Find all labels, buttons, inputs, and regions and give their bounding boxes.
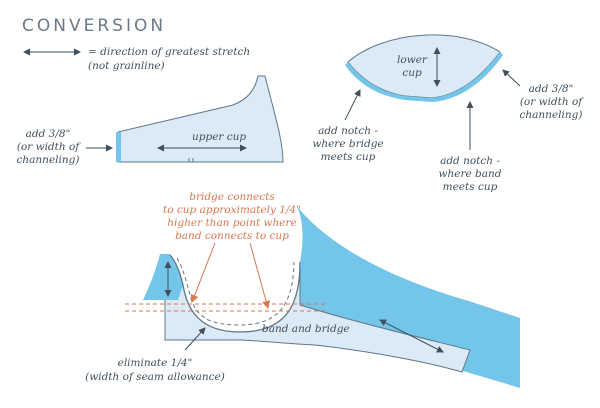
band-and-bridge-piece: band and bridge [125, 205, 520, 388]
svg-text:(or width of: (or width of [17, 141, 81, 153]
svg-text:where band: where band [439, 168, 502, 180]
eliminate-label: eliminate 1/4" (width of seam allowance) [85, 327, 225, 383]
svg-text:add notch -: add notch - [440, 155, 500, 167]
bridge-note: bridge connects to cup approximately 1/4… [163, 191, 301, 242]
upper-cup-piece: upper cup [116, 75, 284, 163]
lower-cup-piece: lower cup [345, 34, 503, 102]
svg-text:where bridge: where bridge [312, 138, 383, 150]
band-stretch-arrow-icon [379, 319, 444, 353]
svg-text:add notch -: add notch - [318, 125, 378, 137]
svg-text:channeling): channeling) [520, 109, 583, 121]
bridge-left-tip [143, 254, 183, 300]
svg-text:to cup approximately 1/4": to cup approximately 1/4" [163, 204, 301, 216]
svg-text:lower: lower [397, 54, 428, 66]
notch-bridge-label: add notch - where bridge meets cup [312, 89, 384, 163]
svg-text:eliminate 1/4": eliminate 1/4" [118, 357, 193, 369]
legend: = direction of greatest stretch (not gra… [23, 46, 250, 72]
channeling-strip-left [116, 132, 121, 162]
svg-text:higher than point where: higher than point where [167, 217, 296, 229]
svg-text:(width of seam allowance): (width of seam allowance) [85, 371, 225, 383]
band-and-bridge-label: band and bridge [262, 323, 350, 335]
upper-cup-label: upper cup [192, 131, 246, 143]
legend-line-1: = direction of greatest stretch [88, 46, 250, 58]
svg-text:add 3/8": add 3/8" [529, 83, 574, 95]
notch-band-label: add notch - where band meets cup [439, 101, 502, 193]
svg-text:meets cup: meets cup [321, 151, 376, 163]
svg-text:band connects to cup: band connects to cup [175, 230, 289, 242]
svg-text:cup: cup [402, 67, 422, 79]
channeling-strip-right [345, 52, 503, 102]
band-stretch-region [296, 205, 520, 388]
legend-line-2: (not grainline) [88, 60, 165, 72]
svg-text:meets cup: meets cup [443, 181, 498, 193]
page-title: CONVERSION [22, 16, 166, 36]
svg-text:bridge connects: bridge connects [189, 191, 275, 203]
svg-text:channeling): channeling) [17, 154, 80, 166]
seam-line [176, 257, 295, 326]
svg-text:add 3/8": add 3/8" [26, 128, 71, 140]
svg-text:(or width of: (or width of [520, 96, 584, 108]
add-channeling-left: add 3/8" (or width of channeling) [17, 128, 113, 166]
add-channeling-right: add 3/8" (or width of channeling) [502, 69, 584, 121]
